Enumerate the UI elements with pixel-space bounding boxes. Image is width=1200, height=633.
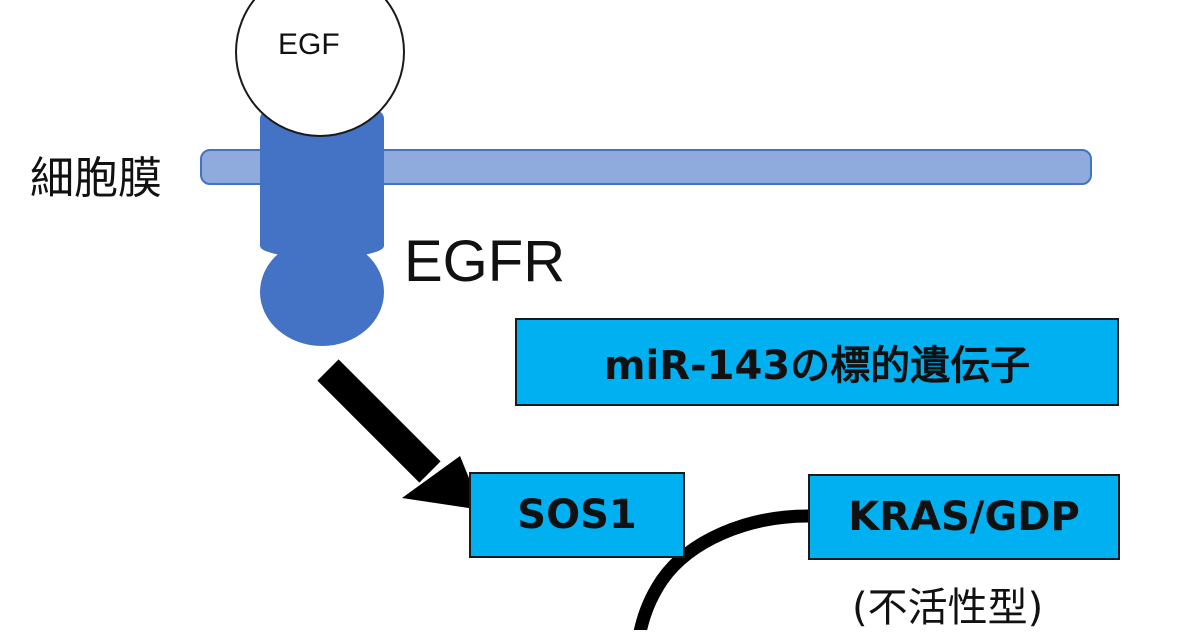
sos1-box: SOS1 <box>469 472 685 558</box>
egf-ligand <box>235 0 405 137</box>
kras-activation-curve <box>633 509 809 630</box>
cell-membrane <box>200 149 1092 185</box>
egfr-intracellular-domain <box>260 238 384 346</box>
kras-gdp-box: KRAS/GDP <box>808 474 1120 560</box>
cell-membrane-label: 細胞膜 <box>30 153 162 204</box>
sos1-label: SOS1 <box>517 492 637 538</box>
activation-arrow-shaft <box>317 359 441 483</box>
mir143-target-genes-box: miR-143の標的遺伝子 <box>515 318 1119 406</box>
kras-gdp-label: KRAS/GDP <box>848 494 1080 540</box>
egf-label: EGF <box>278 28 340 61</box>
activation-arrow-head <box>402 456 482 510</box>
egfr-label: EGFR <box>404 229 566 294</box>
egfr-receptor-body <box>260 118 384 246</box>
inactive-state-label: (不活性型) <box>852 585 1044 631</box>
mir143-target-genes-label: miR-143の標的遺伝子 <box>603 343 1031 389</box>
